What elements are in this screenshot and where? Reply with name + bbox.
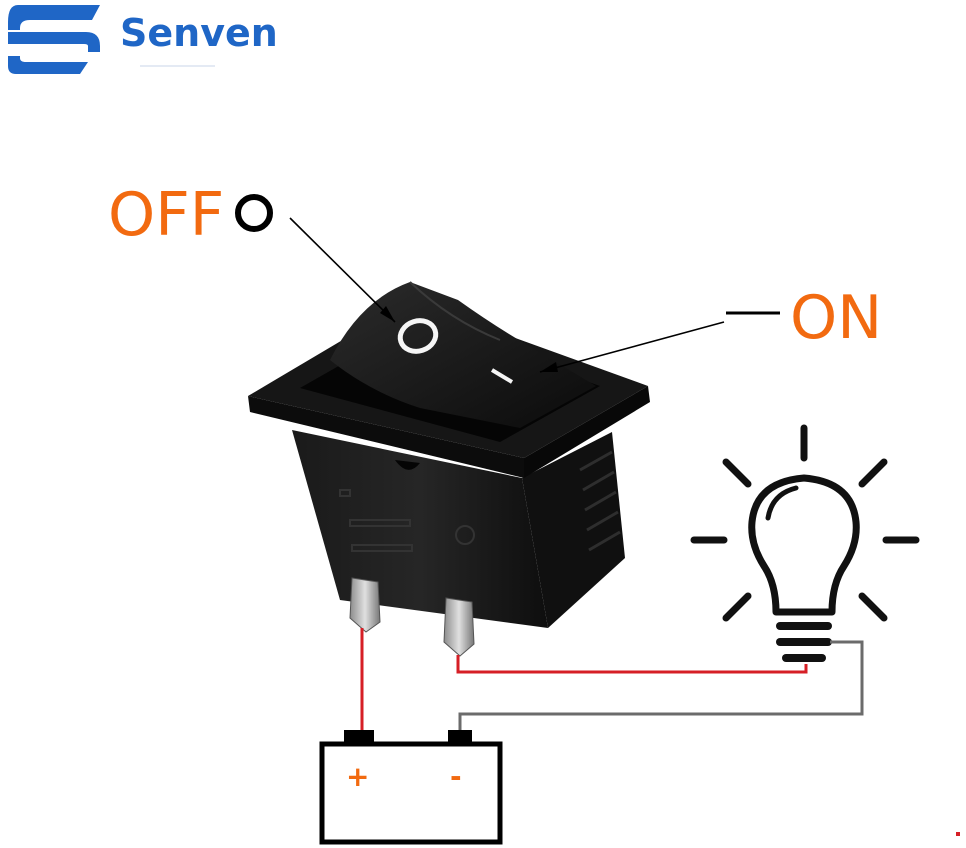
battery-positive-label: +	[346, 760, 369, 793]
battery-negative-label: -	[450, 760, 462, 793]
battery-terminal-positive	[344, 730, 374, 744]
rocker-switch-icon	[248, 281, 650, 657]
battery-terminal-negative	[448, 730, 472, 744]
switch-terminal-right	[443, 597, 475, 657]
battery-body	[319, 741, 503, 845]
switch-bezel-front	[248, 396, 524, 478]
battery-icon: + -	[319, 730, 503, 845]
on-arrow	[539, 321, 725, 373]
positive-wire	[360, 628, 808, 732]
switch-notch	[395, 460, 420, 470]
switch-rocker	[330, 282, 596, 428]
switch-terminal-left	[349, 577, 381, 633]
negative-wire	[458, 640, 864, 734]
senven-s-logo-icon	[8, 5, 100, 74]
corner-marker	[956, 832, 960, 836]
rocker-on-mark	[490, 368, 514, 384]
bulb-glass	[748, 474, 860, 616]
rocker-off-mark	[397, 318, 439, 354]
off-label-group: OFF	[108, 180, 273, 250]
on-label-group: ON	[726, 283, 882, 353]
switch-rocker-ridge	[409, 281, 501, 341]
brand-name: Senven	[120, 11, 278, 55]
bulb-base	[776, 622, 832, 662]
on-label: ON	[790, 283, 882, 353]
switch-bezel-right	[524, 386, 650, 478]
off-symbol-icon	[235, 194, 273, 232]
brand-logo: Senven	[8, 5, 278, 74]
off-arrow	[289, 217, 396, 323]
bulb-highlight	[765, 485, 799, 521]
switch-grip-ridges	[579, 450, 621, 552]
light-bulb-icon	[690, 424, 920, 662]
light-rays	[690, 424, 920, 622]
off-label: OFF	[108, 180, 224, 250]
switch-molded-markings	[339, 489, 475, 552]
